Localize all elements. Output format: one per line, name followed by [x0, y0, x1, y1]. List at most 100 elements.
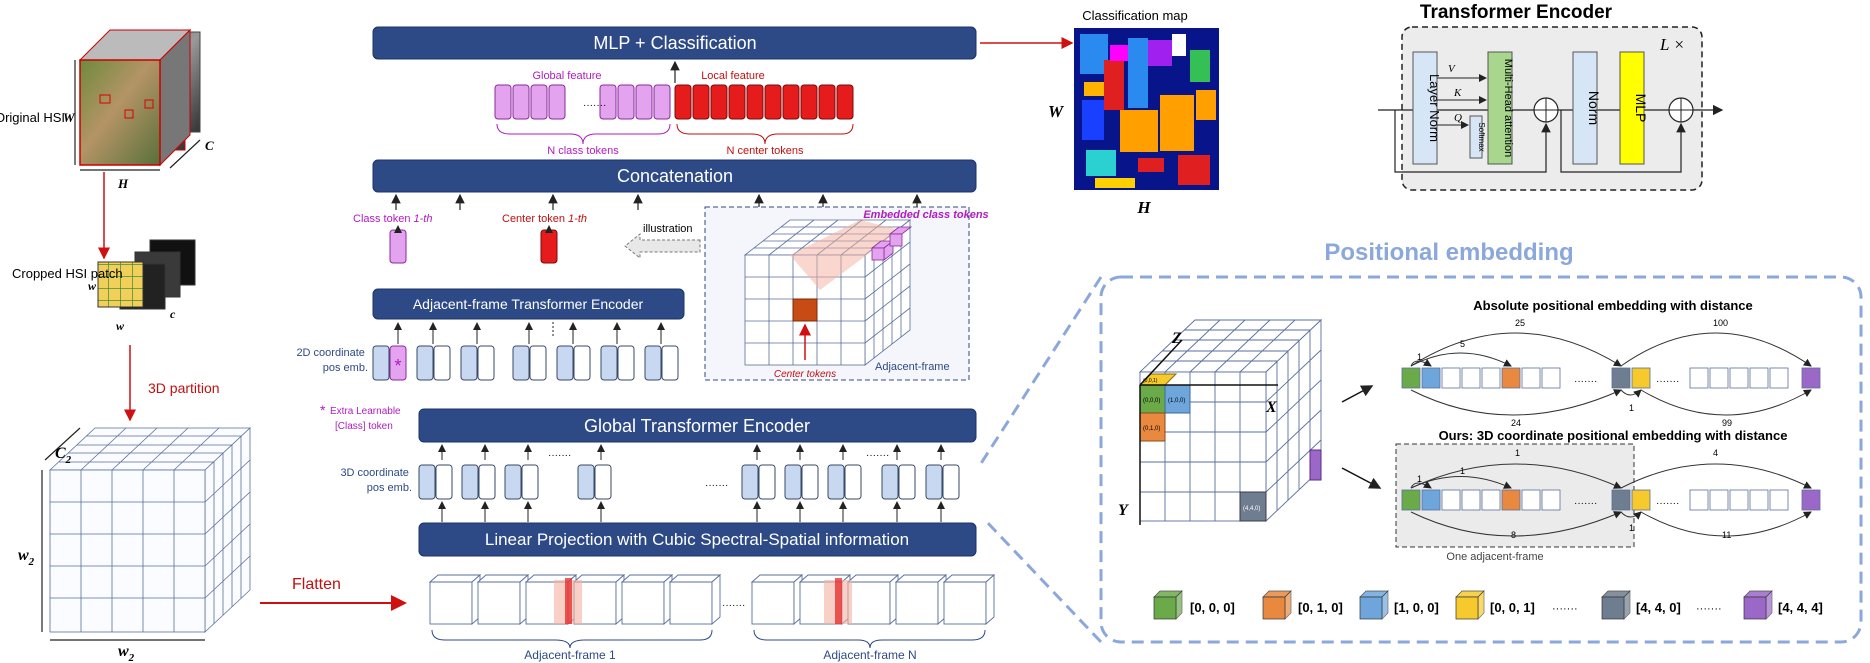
frame1-brace — [431, 629, 713, 649]
class-token-label: Class token 1-th — [353, 213, 433, 225]
pos2d-up-arrows — [394, 322, 665, 344]
extra-token-star: * — [394, 356, 401, 376]
abs-99: 99 — [1722, 418, 1732, 428]
legend-label-001: [0, 0, 1] — [1490, 600, 1535, 615]
cube-lbl-b: (0,0,0) — [1143, 398, 1160, 404]
legend-label-010: [0, 1, 0] — [1298, 600, 1343, 615]
qkv-lines — [1437, 74, 1487, 129]
legend-item-010: [0, 1, 0] — [1262, 590, 1343, 620]
cube-w2-left-main: w — [18, 547, 29, 564]
abs-100: 100 — [1713, 318, 1728, 328]
abs-1a: 1 — [1417, 352, 1422, 362]
ours-11: 11 — [1722, 530, 1731, 540]
pos3d-line1: 3D coordinate — [340, 467, 409, 479]
patch-w-left: w — [88, 279, 97, 293]
global-encoder-up-arrows — [438, 444, 945, 460]
abs-25: 25 — [1515, 318, 1525, 328]
legend-label-100: [1, 0, 0] — [1394, 600, 1439, 615]
center-highlight — [790, 220, 900, 290]
global-feature-label: Global feature — [532, 70, 601, 82]
global-ellipsis: ······· — [583, 100, 606, 111]
pos3d-ellipsis-b: ······· — [866, 450, 889, 461]
cube-lbl-a: (0,0,1) — [1143, 378, 1158, 384]
pos3d-token-row — [418, 464, 960, 500]
cube-w2-bottom-sub: 2 — [128, 652, 135, 663]
extra-token-label: * Extra Learnable [Class] token — [320, 402, 403, 432]
pos3d-up-arrows — [438, 501, 945, 522]
to-absolute-arrow — [1341, 385, 1374, 403]
classmap-w-label: W — [1048, 102, 1065, 121]
class-tokens-brace — [496, 123, 671, 145]
adjacent-frame-small-label: Adjacent-frame — [875, 361, 950, 373]
abs-24: 24 — [1511, 418, 1521, 428]
layer-norm-block — [1412, 51, 1438, 165]
coordinate-cube — [1138, 318, 1323, 523]
mlp-classification-label: MLP + Classification — [593, 33, 756, 53]
local-feature-tokens — [674, 84, 854, 120]
pos2d-line2: pos emb. — [323, 362, 368, 374]
illustration-label: illustration — [643, 223, 693, 235]
embedded-class-token-cubes — [870, 226, 913, 261]
cube-w2-left-sub: 2 — [28, 556, 35, 568]
legend-item-001: [0, 0, 1] — [1455, 590, 1535, 620]
ours-dots-1: ······· — [1574, 498, 1597, 509]
partitioned-cube — [48, 427, 252, 633]
posemb-legend: [0, 0, 0] [0, 1, 0] [1, 0, 0] [0, 0, 1] … — [1153, 590, 1823, 620]
encoder-repeat-label: L × — [1659, 35, 1685, 54]
ours-8: 8 — [1511, 530, 1516, 540]
classmap-h-label: H — [1136, 198, 1151, 217]
mha-block — [1487, 51, 1513, 165]
original-hsi-cube — [74, 28, 201, 171]
posemb-panel — [1099, 275, 1863, 644]
cropped-patch-label: Cropped HSI patch — [12, 266, 123, 281]
embedded-class-tokens-label: Embedded class tokens — [863, 209, 988, 221]
q-label: Q — [1454, 112, 1462, 124]
pos3d-label: 3D coordinate pos emb. — [340, 467, 412, 494]
posemb-title: Positional embedding — [1324, 239, 1573, 266]
extra-token-label-star: * — [320, 402, 326, 418]
layer-norm-label: Layer Norm — [1427, 74, 1442, 142]
k-label: K — [1453, 87, 1462, 99]
dim-c-label: C — [205, 138, 214, 153]
pos3d-ellipsis-mid: ······· — [705, 480, 728, 491]
flatten-label: Flatten — [292, 576, 341, 593]
ours-4: 4 — [1713, 448, 1718, 458]
ours-1-top: 1 — [1515, 448, 1520, 458]
cube-c2-main: C — [55, 445, 66, 462]
global-feature-tokens — [494, 84, 671, 120]
residual-1 — [1394, 110, 1551, 173]
class-token-ordinal: 1-th — [414, 213, 433, 225]
legend-item-444: [4, 4, 4] — [1743, 590, 1823, 620]
posemb-connector-top — [978, 276, 1103, 466]
center-tokens-brace — [676, 123, 854, 145]
flattened-cubes-frame-n — [750, 574, 996, 625]
abs-1b: 1 — [1629, 403, 1634, 413]
center-tokens-label: Center tokens — [774, 369, 836, 380]
encoder-mlp-block — [1619, 51, 1645, 165]
c2-axis — [44, 427, 81, 461]
ours-1b: 1 — [1417, 474, 1422, 484]
posemb-connector-bottom — [983, 518, 1103, 644]
to-ours-arrow — [1341, 467, 1382, 489]
extra-token-line1: Extra Learnable — [330, 406, 401, 417]
legend-item-100: [1, 0, 0] — [1359, 590, 1439, 620]
adjacent-frame-n-label: Adjacent-frame N — [823, 648, 916, 662]
v-label: V — [1448, 63, 1456, 75]
norm-label: Norm — [1586, 91, 1602, 125]
ours-token-row — [1401, 489, 1821, 511]
cube-slate — [1239, 491, 1267, 522]
concatenation-label: Concatenation — [617, 166, 733, 186]
z-axis — [1139, 339, 1183, 386]
abs-5: 5 — [1460, 339, 1465, 349]
cube-lbl-e: (4,4,0) — [1243, 506, 1260, 512]
dim-h-label: H — [117, 176, 129, 191]
frame1-center-slice — [565, 578, 572, 624]
abs-dots-2: ······· — [1656, 376, 1679, 387]
softmax-block — [1469, 115, 1483, 159]
dim-w-label: W — [63, 110, 76, 125]
residual-2 — [1560, 110, 1686, 173]
pos3d-line2: pos emb. — [367, 482, 412, 494]
cube-w2-left-label: w2 — [18, 547, 35, 568]
original-hsi-label: Original HSI — [0, 110, 65, 125]
ours-title: Ours: 3D coordinate positional embedding… — [1439, 428, 1788, 443]
